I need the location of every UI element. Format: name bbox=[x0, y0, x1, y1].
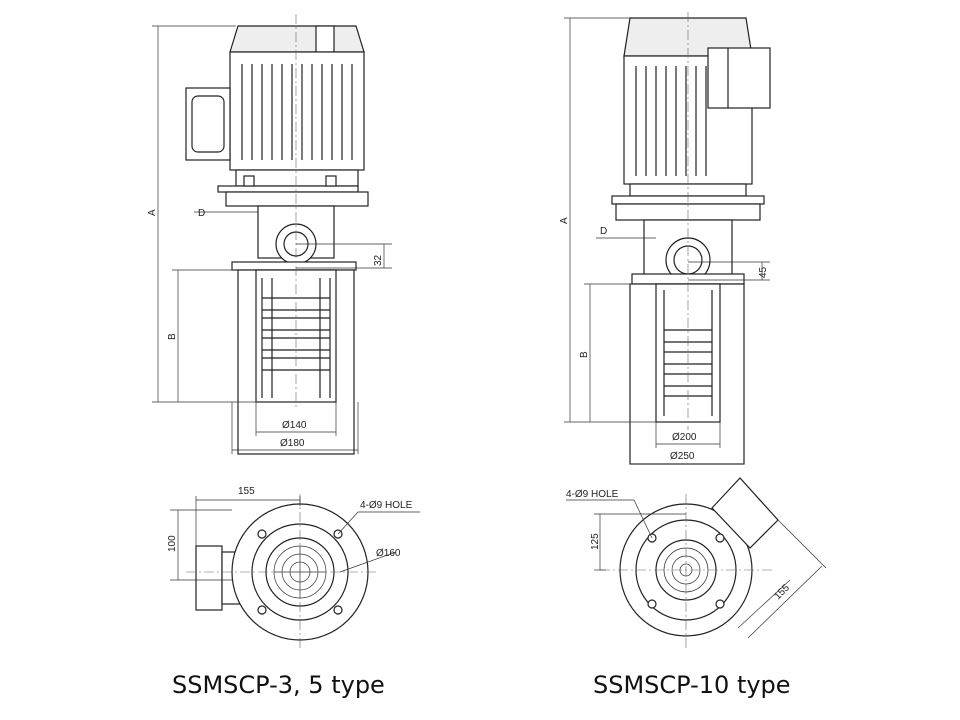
left-hole-1 bbox=[257, 529, 267, 539]
left-dim-A-label: A bbox=[147, 209, 158, 216]
left-dim-140-label: Ø140 bbox=[282, 420, 307, 431]
left-hole-3 bbox=[257, 605, 267, 615]
right-hole-label: 4-Ø9 HOLE bbox=[566, 489, 619, 500]
left-motor-cap bbox=[229, 25, 365, 53]
right-dim-D-label: D bbox=[600, 226, 607, 237]
right-dim-250-label: Ø250 bbox=[670, 451, 695, 462]
right-dim-A-label: A bbox=[559, 217, 570, 224]
left-dim-32-label: 32 bbox=[373, 254, 384, 266]
left-bolt-1 bbox=[243, 175, 255, 187]
right-dim-125-label: 125 bbox=[590, 533, 601, 550]
left-caption: SSMSCP-3, 5 type bbox=[172, 671, 385, 699]
left-motor-cap-tab bbox=[315, 25, 335, 53]
right-dimensions: A B D 45 Ø200 Ø250 bbox=[559, 17, 770, 465]
right-dim-200-label: Ø200 bbox=[672, 432, 697, 443]
left-plan-terminal-box bbox=[195, 545, 223, 611]
left-dim-B-label: B bbox=[167, 333, 178, 340]
left-bolt-2 bbox=[325, 175, 337, 187]
left-flange-top bbox=[217, 185, 359, 193]
left-dim-100-label: 100 bbox=[167, 535, 178, 552]
left-flange bbox=[225, 191, 369, 207]
left-hole-4 bbox=[333, 605, 343, 615]
left-dim-180-label: Ø180 bbox=[280, 438, 305, 449]
right-dim-B-label: B bbox=[579, 351, 590, 358]
right-dim-45-label: 45 bbox=[758, 266, 769, 278]
right-pump-plan-view bbox=[600, 477, 779, 648]
left-hole-label: 4-Ø9 HOLE bbox=[360, 500, 413, 511]
left-pump-front-view bbox=[185, 14, 369, 455]
right-terminal-box bbox=[707, 47, 771, 109]
right-dim-155-label: 155 bbox=[772, 582, 792, 602]
left-dimensions: A B D 32 Ø140 Ø180 bbox=[147, 25, 392, 454]
left-dim-155-label: 155 bbox=[238, 486, 255, 497]
left-plan-dimensions: 155 100 4-Ø9 HOLE Ø160 bbox=[167, 486, 420, 581]
left-tank-flange bbox=[231, 261, 357, 271]
left-terminal-box-cover bbox=[191, 95, 225, 153]
left-dim-160-label: Ø160 bbox=[376, 548, 401, 559]
right-pump-front-view bbox=[611, 12, 771, 465]
right-hole-2 bbox=[715, 533, 725, 543]
right-hole-4 bbox=[715, 599, 725, 609]
right-caption: SSMSCP-10 type bbox=[593, 671, 791, 699]
right-hole-3 bbox=[647, 599, 657, 609]
left-motor-body bbox=[229, 51, 365, 171]
left-dim-D-label: D bbox=[198, 208, 205, 219]
left-pump-plan-view bbox=[186, 494, 378, 650]
